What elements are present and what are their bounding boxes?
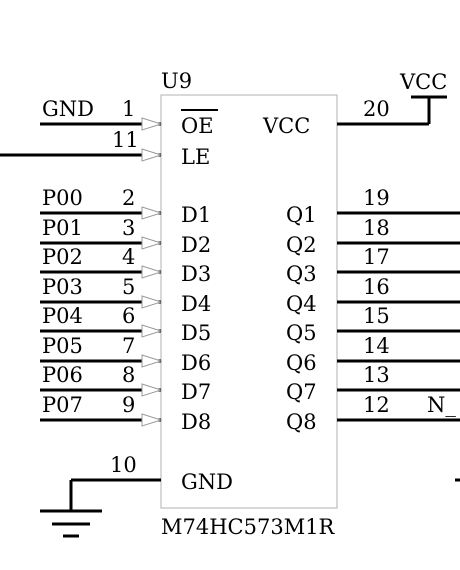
pin-name-q2: Q2 — [286, 233, 317, 257]
pin-name-q1: Q1 — [286, 203, 317, 227]
pin-4-arrow — [141, 265, 163, 279]
pin-2-arrow — [141, 206, 163, 220]
pin-name-d7: D7 — [181, 380, 211, 404]
net-label-p04: P04 — [42, 304, 83, 328]
pin-number-10: 10 — [110, 453, 137, 477]
net-label-p07: P07 — [42, 393, 83, 417]
pin-name-d5: D5 — [181, 321, 211, 345]
pin-name-d8: D8 — [181, 410, 211, 434]
net-label-pin-1: GND — [42, 97, 94, 121]
pin-name-q7: Q7 — [286, 380, 317, 404]
net-label-p05: P05 — [42, 334, 83, 358]
net-label-p06: P06 — [42, 363, 83, 387]
pin-name-d6: D6 — [181, 351, 211, 375]
component-part-number: M74HC573M1R — [161, 515, 336, 539]
pin-number-13: 13 — [363, 363, 390, 387]
pin-3-arrow — [141, 236, 163, 250]
pin-8-arrow — [141, 383, 163, 397]
net-label-p02: P02 — [42, 245, 83, 269]
pin-name-q8: Q8 — [286, 410, 317, 434]
pin-number-18: 18 — [363, 216, 390, 240]
pin-number-15: 15 — [363, 304, 390, 328]
pin-number-3: 3 — [122, 216, 135, 240]
pin-number-11: 11 — [112, 128, 139, 152]
pin-number-7: 7 — [122, 334, 135, 358]
pin-name-d3: D3 — [181, 262, 211, 286]
pin-number-4: 4 — [122, 245, 135, 269]
pin-11-arrow — [141, 148, 163, 162]
vcc-power-label: VCC — [399, 70, 447, 94]
pin-number-9: 9 — [122, 393, 135, 417]
pin-name-d2: D2 — [181, 233, 211, 257]
pin-number-8: 8 — [122, 363, 135, 387]
pin-name-oe: OE — [181, 114, 214, 138]
pin-name-d1: D1 — [181, 203, 211, 227]
pin-name-q5: Q5 — [286, 321, 317, 345]
pin-5-arrow — [141, 295, 163, 309]
pin-number-17: 17 — [363, 245, 390, 269]
pin-name-q3: Q3 — [286, 262, 317, 286]
pin-name-d4: D4 — [181, 292, 211, 316]
net-label-p00: P00 — [42, 186, 83, 210]
pin-name-vcc: VCC — [262, 114, 310, 138]
pin-number-2: 2 — [122, 186, 135, 210]
pin-6-arrow — [141, 324, 163, 338]
pin-name-q4: Q4 — [286, 292, 317, 316]
pin-number-14: 14 — [363, 334, 390, 358]
pin-name-le: LE — [181, 145, 210, 169]
pin-number-6: 6 — [122, 304, 135, 328]
pin-9-arrow — [141, 413, 163, 427]
net-label-p01: P01 — [42, 216, 83, 240]
pin-number-19: 19 — [363, 186, 390, 210]
pin-number-16: 16 — [363, 275, 390, 299]
pin-1-arrow — [141, 117, 163, 131]
net-label-pin-12: N_ — [427, 393, 456, 417]
pin-name-q6: Q6 — [286, 351, 317, 375]
pin-name-gnd: GND — [181, 470, 233, 494]
pin-number-1: 1 — [122, 97, 135, 121]
component-ref: U9 — [161, 69, 192, 93]
pin-number-20: 20 — [363, 97, 390, 121]
pin-7-arrow — [141, 354, 163, 368]
ic-body — [160, 94, 338, 509]
net-label-p03: P03 — [42, 275, 83, 299]
pin-number-5: 5 — [122, 275, 135, 299]
pin-number-12: 12 — [363, 393, 390, 417]
